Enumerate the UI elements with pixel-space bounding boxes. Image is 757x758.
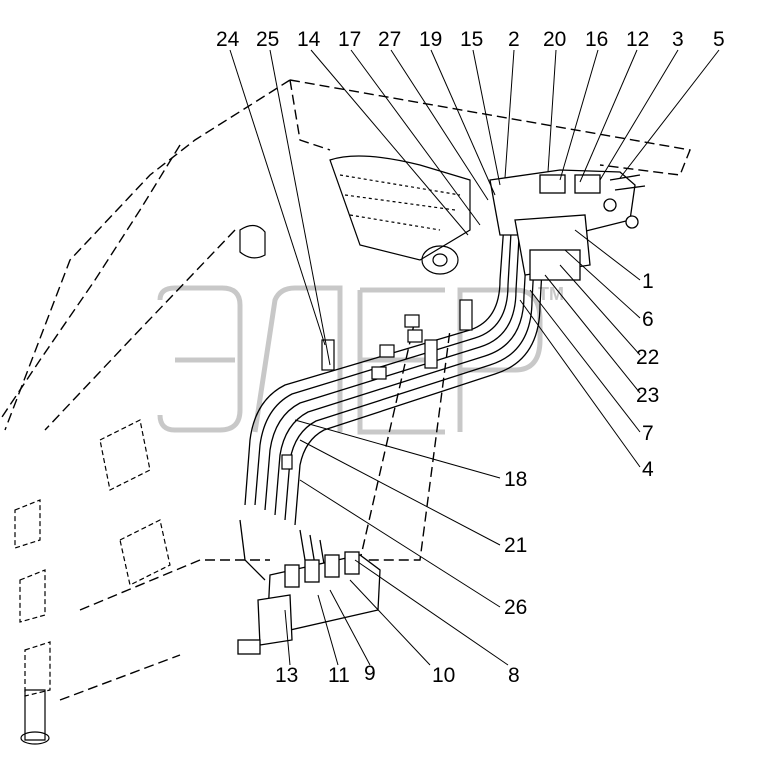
callout-24: 24 xyxy=(216,28,240,51)
callout-19: 19 xyxy=(419,28,442,51)
callout-12: 12 xyxy=(626,28,649,51)
callout-16: 16 xyxy=(585,28,608,51)
callouts-mid: 18 21 26 xyxy=(504,468,527,619)
callouts-right: 1 6 22 23 7 4 xyxy=(636,270,659,481)
callout-9: 9 xyxy=(364,662,376,685)
callout-4: 4 xyxy=(642,458,654,481)
callout-13: 13 xyxy=(275,664,298,687)
callout-10: 10 xyxy=(432,664,455,687)
callout-14: 14 xyxy=(297,28,321,51)
callout-26: 26 xyxy=(504,596,527,619)
callout-22: 22 xyxy=(636,346,659,369)
callouts-bottom: 13 11 9 10 8 xyxy=(275,662,520,687)
callout-2: 2 xyxy=(508,28,520,51)
callout-20: 20 xyxy=(543,28,566,51)
callout-15: 15 xyxy=(460,28,483,51)
callouts-top: 24 25 14 17 27 19 15 2 20 16 12 3 5 xyxy=(216,28,725,51)
watermark-trademark: TM xyxy=(538,284,564,304)
callout-18: 18 xyxy=(504,468,527,491)
tractor-frame xyxy=(0,79,691,701)
engine-block xyxy=(14,155,471,745)
callout-25: 25 xyxy=(256,28,279,51)
watermark xyxy=(157,285,543,435)
distributor-valve xyxy=(237,551,381,655)
callout-21: 21 xyxy=(504,534,527,557)
callout-6: 6 xyxy=(642,308,654,331)
callout-27: 27 xyxy=(378,28,401,51)
callout-8: 8 xyxy=(508,664,520,687)
leader-lines xyxy=(229,49,720,666)
callout-1: 1 xyxy=(642,270,654,293)
callout-11: 11 xyxy=(328,664,350,687)
callout-17: 17 xyxy=(338,28,361,51)
callout-5: 5 xyxy=(713,28,725,51)
callout-23: 23 xyxy=(636,384,659,407)
callout-3: 3 xyxy=(672,28,684,51)
callout-7: 7 xyxy=(642,422,654,445)
control-valve-block xyxy=(489,169,646,281)
